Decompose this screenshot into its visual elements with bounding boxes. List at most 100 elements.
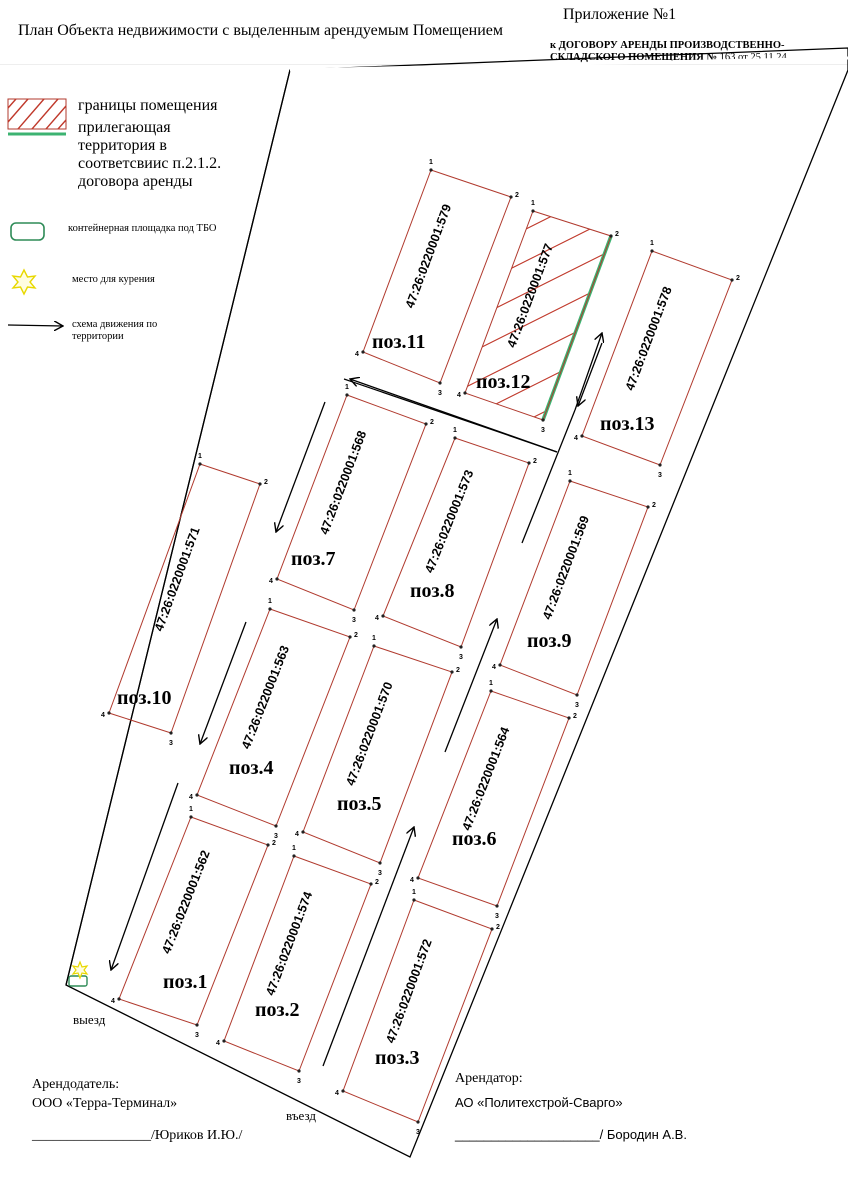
lot-7-corner-dot — [275, 577, 279, 581]
lot-2-corner-number: 4 — [216, 1040, 220, 1047]
lot-13-corner-dot — [658, 463, 662, 467]
lot-4-corner-dot — [348, 635, 352, 639]
lot-1-corner-dot — [266, 843, 270, 847]
lot-11-corner-dot — [509, 195, 513, 199]
legend-container-label: контейнерная площадка под ТБО — [68, 223, 217, 234]
lot-5-corner-dot — [450, 670, 454, 674]
lot-9-corner-number: 3 — [575, 702, 579, 709]
lot-5-label: поз.5 — [337, 793, 382, 815]
tenant-signature-line: ____________________/ Бородин А.В. — [455, 1127, 687, 1142]
traffic-arrow-east-3 — [574, 333, 602, 411]
lot-6-label: поз.6 — [452, 828, 497, 850]
traffic-arrow-entry — [322, 827, 414, 1067]
lot-10-label: поз.10 — [117, 687, 172, 709]
lot-10-corner-number: 2 — [264, 479, 268, 486]
lot-9-corner-dot — [646, 505, 650, 509]
contract-line-2-text: СКЛАДСКОГО ПОМЕЩЕНИЯ № — [550, 52, 718, 63]
lot-6-outline — [417, 690, 570, 907]
lot-7-corner-dot — [345, 393, 349, 397]
traffic-arrow-exit — [111, 782, 179, 970]
lot-2-label: поз.2 — [255, 999, 300, 1021]
lot-3-label: поз.3 — [375, 1047, 420, 1069]
lot-4-corner-dot — [274, 824, 278, 828]
lot-1-corner-dot — [195, 1023, 199, 1027]
legend-hatch-swatch — [7, 98, 67, 130]
lot-3-corner-dot — [341, 1089, 345, 1093]
lot-13-cadastral-number: 47:26:0220001:578 — [623, 285, 675, 393]
lot-5-corner-dot — [378, 861, 382, 865]
lot-3-corner-dot — [412, 898, 416, 902]
legend-traffic-line-1: схема движения по — [72, 319, 158, 330]
landlord-label: Арендодатель: — [32, 1077, 120, 1092]
lot-1-corner-number: 4 — [111, 998, 115, 1005]
lot-11-corner-dot — [361, 350, 365, 354]
lot-10-corner-number: 4 — [101, 712, 105, 719]
lot-12-corner-number: 1 — [531, 200, 535, 207]
lot-8-outline — [382, 437, 530, 648]
lot-12-corner-dot — [463, 391, 467, 395]
site-container-icon — [68, 975, 88, 987]
lot-7-label: поз.7 — [291, 548, 336, 570]
traffic-arrow-west-2 — [200, 621, 247, 744]
traffic-arrow-east-2 — [521, 409, 576, 544]
lot-13-corner-dot — [730, 278, 734, 282]
landlord-signature-line: _________________/Юриков И.Ю./ — [32, 1128, 243, 1143]
legend-traffic-label: схема движения по территории — [72, 319, 157, 343]
contract-date: 163 от 25.11.24 — [719, 52, 787, 63]
lot-6-corner-dot — [416, 876, 420, 880]
lot-12-corner-number: 3 — [541, 427, 545, 434]
legend-traffic-line-2: территории — [72, 331, 124, 342]
lot-10-cadastral-number: 47:26:0220001:571 — [152, 525, 203, 633]
traffic-arrow-east-return — [578, 342, 603, 406]
lot-11-label: поз.11 — [372, 331, 425, 353]
tenant-label: Арендатор: — [455, 1071, 523, 1086]
lot-1-corner-number: 1 — [189, 806, 193, 813]
lot-13-corner-dot — [650, 249, 654, 253]
lot-2-corner-number: 3 — [297, 1078, 301, 1085]
lot-8-corner-number: 3 — [459, 654, 463, 661]
lot-2-outline — [223, 855, 372, 1072]
lot-9-corner-dot — [568, 479, 572, 483]
site-smoking-star-icon — [71, 960, 89, 980]
traffic-arrow-east-1 — [444, 619, 497, 753]
legend-territory-label: прилегающая территория в соответсвиис п.… — [78, 119, 221, 191]
lot-7-outline — [276, 394, 427, 611]
lot-4-corner-number: 4 — [189, 794, 193, 801]
lot-3-corner-number: 2 — [496, 924, 500, 931]
lot-8-corner-dot — [453, 436, 457, 440]
lot-3-corner-dot — [416, 1120, 420, 1124]
legend-territory-line-2: территория в — [78, 137, 167, 154]
lots-layer: 123447:26:0220001:562поз.1123447:26:0220… — [101, 159, 740, 1136]
lot-12-corner-number: 2 — [615, 231, 619, 238]
lot-7-corner-number: 1 — [345, 384, 349, 391]
lot-4-label: поз.4 — [229, 757, 274, 779]
traffic-arrows — [111, 333, 603, 1067]
lot-10-corner-dot — [169, 731, 173, 735]
lot-12-label: поз.12 — [476, 371, 531, 393]
lot-2-corner-dot — [369, 882, 373, 886]
legend-boundary-label: границы помещения — [78, 97, 218, 114]
lot-13-corner-number: 1 — [650, 240, 654, 247]
lot-13-corner-number: 4 — [574, 435, 578, 442]
lot-1-corner-number: 2 — [272, 840, 276, 847]
contract-line-1: к ДОГОВОРУ АРЕНДЫ ПРОИЗВОДСТВЕННО- — [550, 40, 785, 51]
lot-4-corner-number: 3 — [274, 833, 278, 840]
site-boundary-mask — [289, 56, 848, 72]
lot-5-cadastral-number: 47:26:0220001:570 — [343, 680, 395, 788]
contract-line-2: СКЛАДСКОГО ПОМЕЩЕНИЯ № 163 от 25.11.24 — [550, 52, 787, 64]
lot-7-corner-dot — [352, 608, 356, 612]
lot-2-corner-dot — [292, 854, 296, 858]
lot-7-cadastral-number: 47:26:0220001:568 — [317, 429, 369, 537]
exit-label: выезд — [73, 1012, 106, 1027]
legend-traffic-arrow-icon — [7, 325, 63, 326]
lot-9-corner-number: 2 — [652, 502, 656, 509]
lot-10-corner-number: 3 — [169, 740, 173, 747]
